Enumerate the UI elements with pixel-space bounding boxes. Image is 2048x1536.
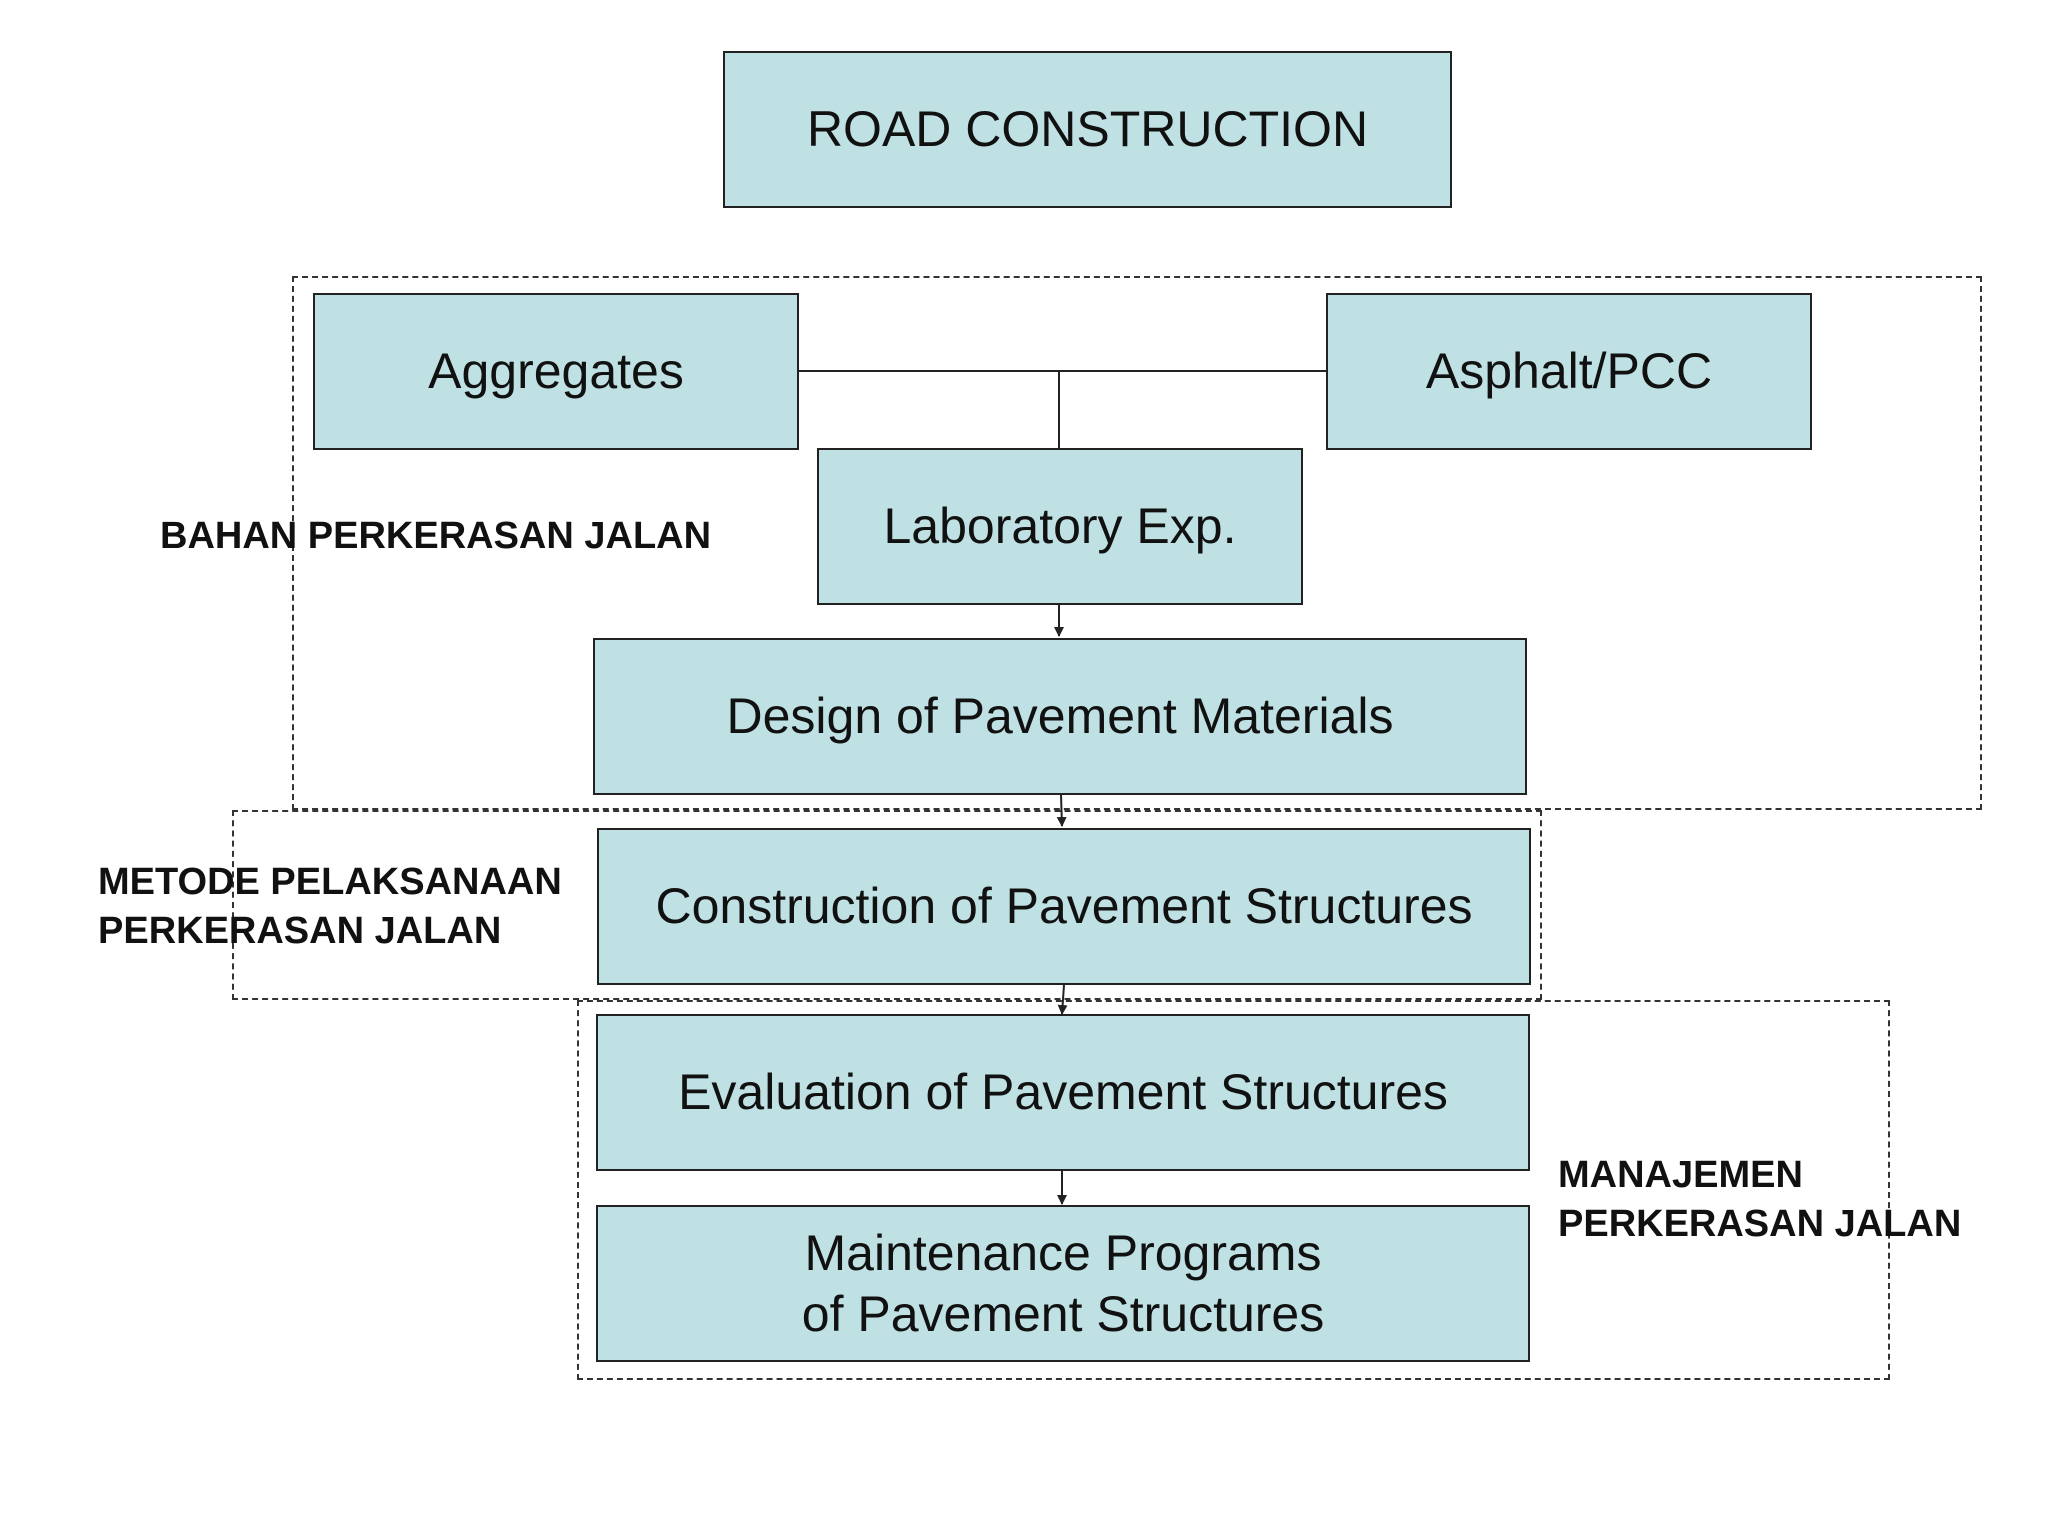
group-frame-manajemen <box>577 1000 1890 1380</box>
group-label-metode-line2: PERKERASAN JALAN <box>98 910 502 952</box>
node-aggregates: Aggregates <box>313 293 799 450</box>
group-label-bahan: BAHAN PERKERASAN JALAN <box>160 512 711 561</box>
node-construction-structures-label: Construction of Pavement Structures <box>655 878 1473 934</box>
node-construction-structures: Construction of Pavement Structures <box>597 828 1531 985</box>
node-aggregates-label: Aggregates <box>428 343 684 399</box>
node-design-materials-label: Design of Pavement Materials <box>726 688 1394 744</box>
group-frame-metode <box>232 810 1542 1000</box>
group-label-manajemen-line1: MANAJEMEN <box>1558 1154 1803 1196</box>
group-label-metode-line1: METODE PELAKSANAAN <box>98 861 562 903</box>
node-laboratory-exp: Laboratory Exp. <box>817 448 1303 605</box>
group-label-manajemen: MANAJEMEN PERKERASAN JALAN <box>1558 1151 1961 1249</box>
node-design-materials: Design of Pavement Materials <box>593 638 1527 795</box>
node-asphalt-pcc-label: Asphalt/PCC <box>1425 343 1713 399</box>
node-evaluation-structures: Evaluation of Pavement Structures <box>596 1014 1530 1171</box>
node-road-construction-label: ROAD CONSTRUCTION <box>806 101 1369 157</box>
node-road-construction: ROAD CONSTRUCTION <box>723 51 1452 208</box>
node-laboratory-exp-label: Laboratory Exp. <box>883 498 1237 554</box>
group-label-manajemen-line2: PERKERASAN JALAN <box>1558 1203 1962 1245</box>
arrow-construction-to-evaluation <box>1057 984 1068 1015</box>
node-asphalt-pcc: Asphalt/PCC <box>1326 293 1812 450</box>
node-evaluation-structures-label: Evaluation of Pavement Structures <box>678 1064 1448 1120</box>
node-maintenance-label-line1: Maintenance Programs <box>804 1224 1322 1281</box>
group-frame-bahan <box>292 276 1982 810</box>
arrow-design-to-construction <box>1056 794 1067 827</box>
node-maintenance-label-line2: of Pavement Structures <box>801 1285 1325 1342</box>
node-maintenance-programs: Maintenance Programs of Pavement Structu… <box>596 1205 1530 1362</box>
group-label-bahan-text: BAHAN PERKERASAN JALAN <box>160 515 712 557</box>
group-label-metode: METODE PELAKSANAAN PERKERASAN JALAN <box>98 858 562 956</box>
